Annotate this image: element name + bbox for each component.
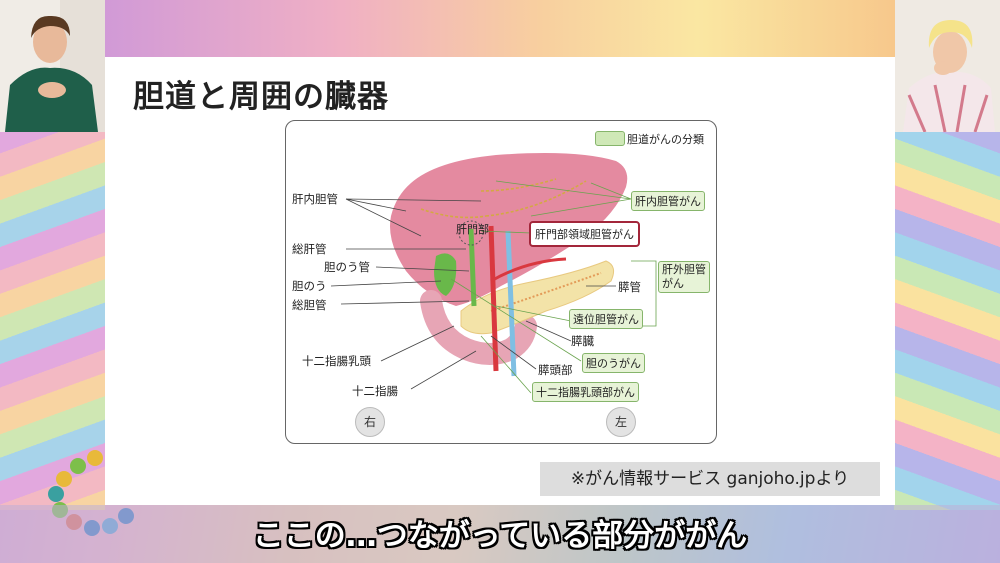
label-common-bile-duct: 総胆管 [292,298,327,312]
label-gallbladder-cancer: 胆のうがん [582,353,645,373]
anatomy-diagram: 胆道がんの分類 肝内胆管 総肝管 胆のう管 胆のう 総胆管 十二指腸乳頭 十二指… [285,120,717,444]
source-credit: ※がん情報サービス ganjoho.jpより [540,462,880,496]
webcam-right [895,0,1000,132]
background-rainbow-left [0,130,105,510]
background-rainbow-right [894,130,1000,510]
label-common-hepatic-duct: 総肝管 [292,242,327,256]
label-extrahepatic-cancer: 肝外胆管 がん [658,261,710,293]
label-duodenum: 十二指腸 [352,384,398,398]
organ-illustration [330,153,657,394]
label-pancreatic-duct: 膵管 [618,280,641,294]
label-intrahepatic-cancer: 肝内胆管がん [631,191,705,211]
orientation-left: 左 [606,407,636,437]
label-ampullary-cancer: 十二指腸乳頭部がん [532,382,639,402]
label-intrahepatic-duct: 肝内胆管 [292,192,338,206]
label-pancreas-head: 膵頭部 [538,363,573,377]
label-extrahepatic-line2: がん [662,277,684,290]
label-papilla: 十二指腸乳頭 [302,354,371,368]
label-distal-cancer: 遠位胆管がん [569,309,643,329]
caption-subtitle: ここの…つながっている部分ががん [252,518,748,554]
legend-label: 胆道がんの分類 [627,133,704,146]
label-hilar-cancer-highlight: 肝門部領域胆管がん [529,221,640,247]
label-cystic-duct: 胆のう管 [324,260,370,274]
slide-title: 胆道と周囲の臓器 [133,79,389,115]
label-hilum: 肝門部 [456,223,489,236]
orientation-right: 右 [355,407,385,437]
presentation-slide: 胆道と周囲の臓器 [105,57,895,505]
legend-swatch [595,131,625,146]
label-extrahepatic-line1: 肝外胆管 [662,263,706,276]
label-gallbladder: 胆のう [292,279,327,293]
subtitle-bar [0,505,1000,563]
webcam-left [0,0,105,132]
label-pancreas: 膵臓 [571,334,594,348]
background-rainbow-top [105,0,895,60]
